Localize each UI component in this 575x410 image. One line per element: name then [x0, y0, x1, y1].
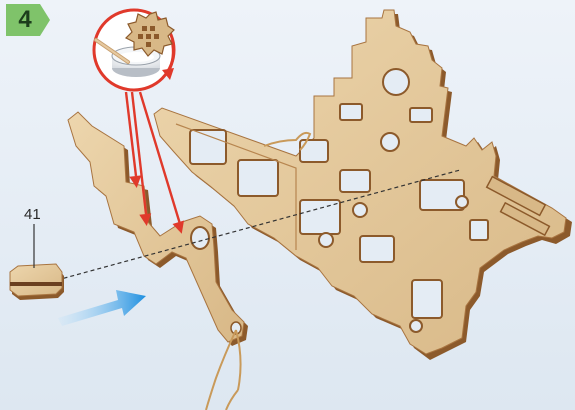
push-arrow-icon [58, 290, 146, 326]
glue-callout [94, 10, 174, 90]
step-number: 4 [6, 4, 44, 36]
part-number-label: 41 [24, 206, 41, 223]
part-41-peg [10, 264, 64, 300]
step-badge: 4 [6, 4, 50, 36]
